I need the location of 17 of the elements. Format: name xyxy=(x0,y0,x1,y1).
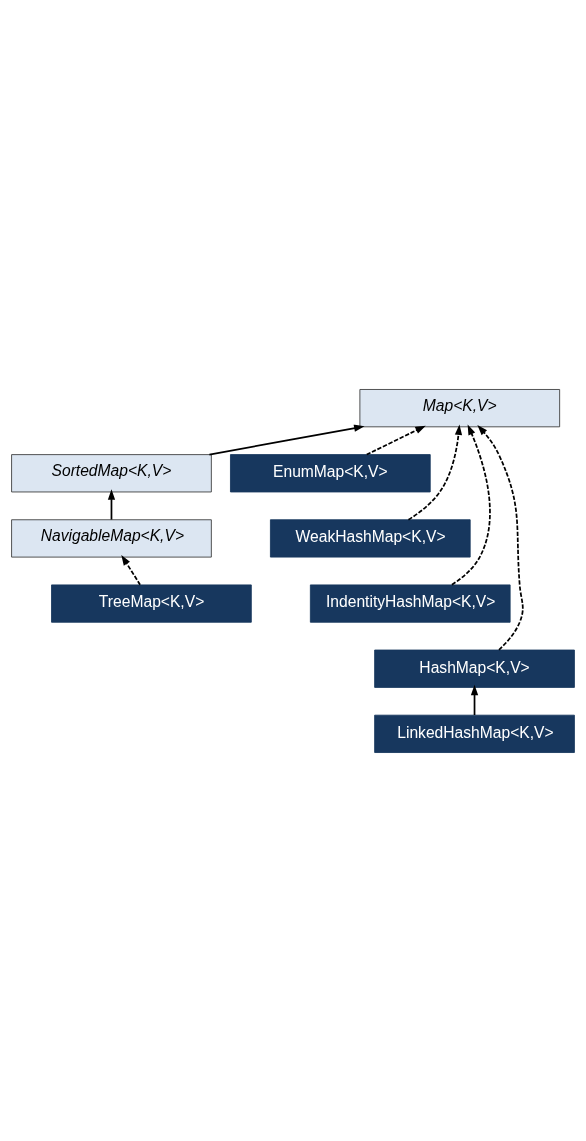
node-box: IndentityHashMap<K,V> xyxy=(309,583,511,623)
arrow xyxy=(451,423,491,586)
node-box: LinkedHashMap<K,V> xyxy=(374,714,575,753)
arrow xyxy=(365,425,426,455)
node-box: Map<K,V> xyxy=(359,388,561,427)
arrow xyxy=(121,554,141,586)
node-box: WeakHashMap<K,V> xyxy=(270,518,471,558)
node-box: NavigableMap<K,V> xyxy=(11,518,212,558)
node-box: EnumMap<K,V> xyxy=(230,453,431,492)
node-box: SortedMap<K,V> xyxy=(11,453,212,492)
arrow xyxy=(107,488,116,520)
arrow xyxy=(470,684,479,716)
node-box: HashMap<K,V> xyxy=(374,649,575,688)
node-box: TreeMap<K,V> xyxy=(51,583,252,623)
arrow xyxy=(477,424,524,651)
arrow xyxy=(208,424,365,455)
arrow xyxy=(407,423,463,521)
